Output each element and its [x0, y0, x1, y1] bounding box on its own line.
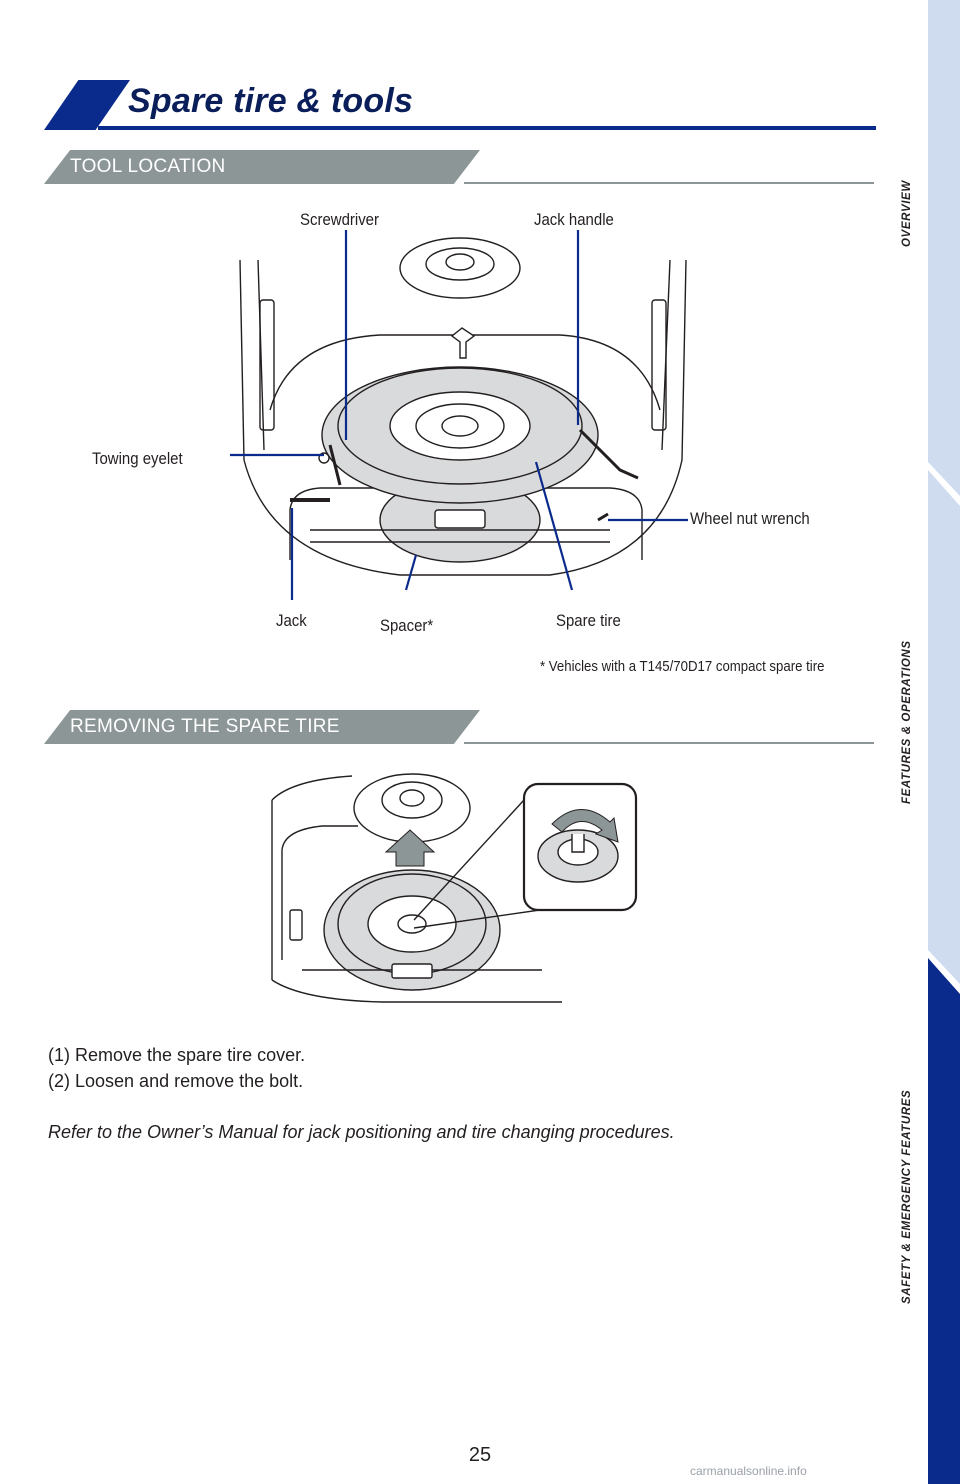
section-bar: [44, 150, 480, 184]
step-item: (1) Remove the spare tire cover.: [48, 1045, 306, 1065]
removing-spare-tire-illustration: [271, 773, 638, 1003]
procedure-steps: (1) Remove the spare tire cover. (2) Loo…: [48, 1042, 305, 1094]
title-rule: [98, 126, 876, 130]
owners-manual-note: Refer to the Owner’s Manual for jack pos…: [48, 1122, 675, 1142]
watermark: carmanualsonline.info: [690, 1464, 807, 1478]
page-header: Spare tire & tools: [40, 80, 876, 132]
callout-screwdriver: Screwdriver: [300, 210, 379, 229]
section-label: REMOVING THE SPARE TIRE: [70, 716, 340, 737]
title-tab-accent: [44, 80, 130, 130]
trunk-tool-location-illustration: [230, 230, 688, 600]
section-header-tool-location: TOOL LOCATION: [44, 150, 874, 186]
side-nav-background: [928, 0, 960, 1484]
page-title: Spare tire & tools: [128, 82, 414, 120]
footnote-spacer: * Vehicles with a T145/70D17 compact spa…: [540, 658, 825, 675]
step-item: (2) Loosen and remove the bolt.: [48, 1071, 304, 1091]
section-label: TOOL LOCATION: [70, 156, 226, 177]
callout-spacer: Spacer*: [380, 616, 434, 635]
side-nav-item-safety-emergency[interactable]: SAFETY & EMERGENCY FEATURES: [901, 1090, 913, 1305]
callout-spare-tire: Spare tire: [556, 611, 621, 630]
callout-jack-handle: Jack handle: [534, 210, 614, 229]
callout-jack: Jack: [276, 611, 307, 630]
page-number: 25: [468, 1444, 492, 1466]
side-nav-item-overview[interactable]: OVERVIEW: [901, 180, 913, 247]
side-nav-item-features-operations[interactable]: FEATURES & OPERATIONS: [901, 640, 913, 804]
section-rule: [464, 182, 874, 184]
side-nav: OVERVIEW FEATURES & OPERATIONS SAFETY & …: [890, 0, 960, 1484]
callout-wheel-nut-wrench: Wheel nut wrench: [690, 509, 810, 528]
section-bar: [44, 710, 480, 744]
callout-towing-eyelet: Towing eyelet: [92, 449, 183, 468]
section-rule: [464, 742, 874, 744]
section-header-removing: REMOVING THE SPARE TIRE: [44, 710, 874, 746]
